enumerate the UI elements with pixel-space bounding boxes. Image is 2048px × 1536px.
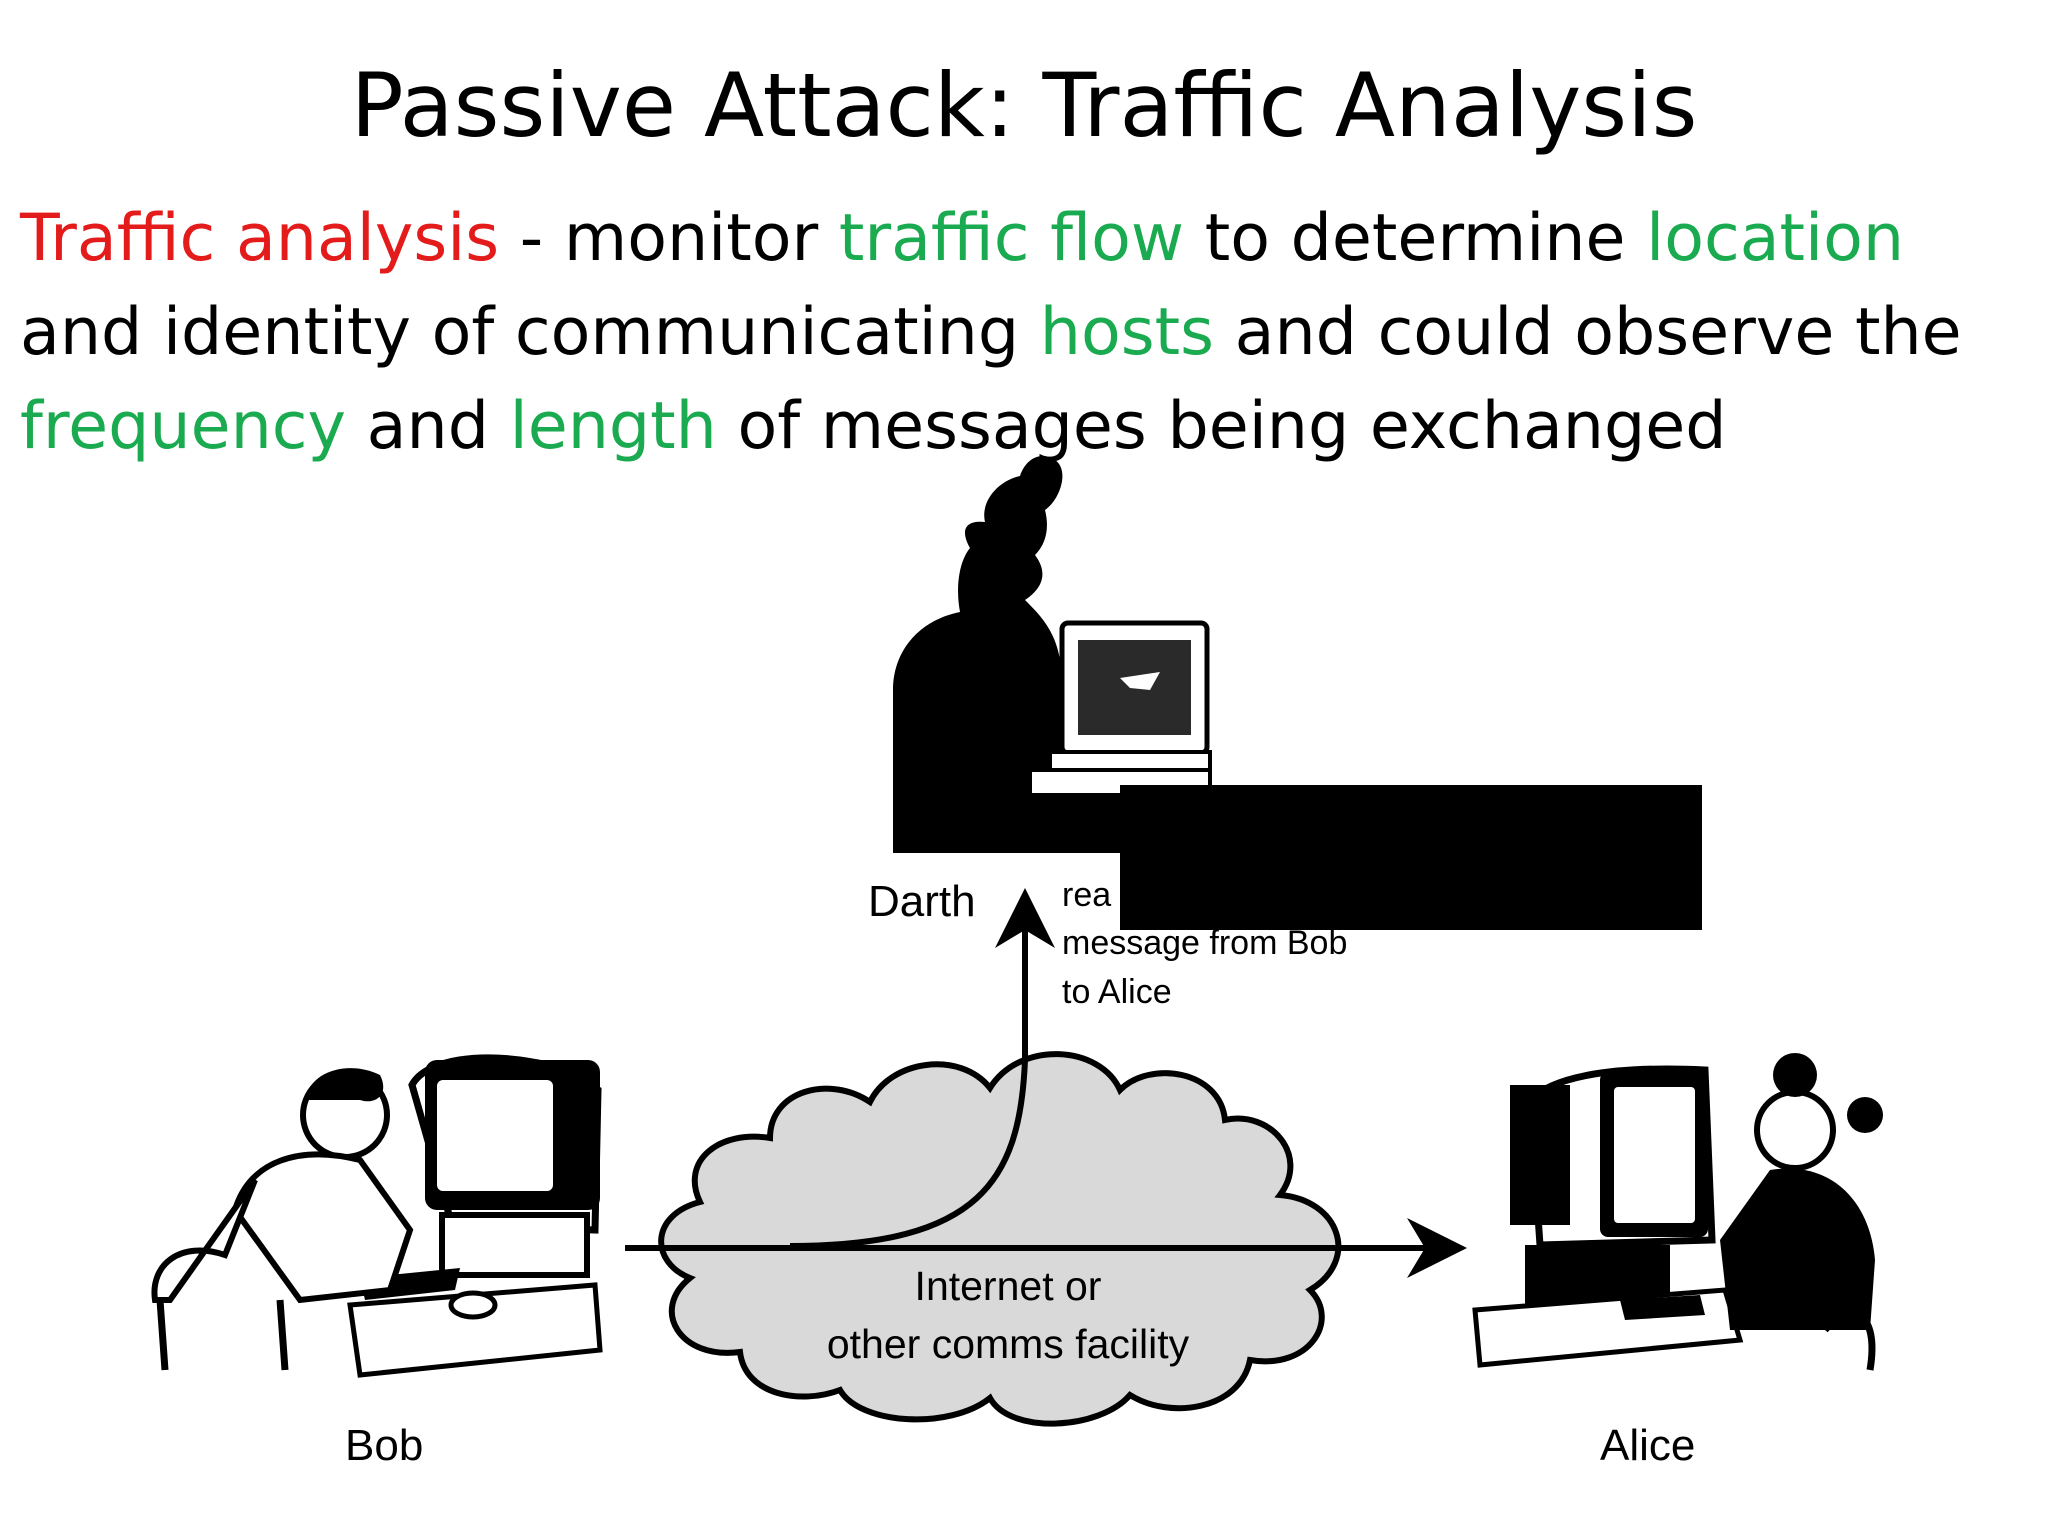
term-traffic-analysis: Traffic analysis bbox=[20, 201, 500, 276]
alice-illustration bbox=[1472, 1053, 1883, 1371]
bob-label: Bob bbox=[345, 1421, 423, 1470]
read-label-line1: rea bbox=[1062, 876, 1111, 914]
alice-label: Alice bbox=[1600, 1421, 1695, 1470]
slide-paragraph: Traffic analysis - monitor traffic flow … bbox=[20, 192, 2030, 474]
darth-label: Darth bbox=[868, 877, 976, 926]
term-location: location bbox=[1646, 201, 1905, 276]
intercept-arrow bbox=[789, 888, 1055, 1249]
term-frequency: frequency bbox=[20, 389, 347, 464]
term-length: length bbox=[509, 389, 717, 464]
paragraph-text: and bbox=[346, 389, 510, 464]
read-label-line2: message from Bob bbox=[1062, 924, 1347, 962]
slide-title: Passive Attack: Traffic Analysis bbox=[350, 54, 1698, 157]
internet-cloud bbox=[658, 1051, 1342, 1427]
paragraph-text: - monitor bbox=[499, 201, 839, 276]
cloud-label-line1: Internet or bbox=[915, 1263, 1102, 1309]
paragraph-text: to determine bbox=[1184, 201, 1647, 276]
term-traffic-flow: traffic flow bbox=[838, 201, 1185, 276]
paragraph-text: and identity of communicating bbox=[20, 295, 1040, 370]
paragraph-text: and could observe the bbox=[1213, 295, 1962, 370]
redaction-box bbox=[1120, 785, 1702, 930]
term-hosts: hosts bbox=[1039, 295, 1214, 370]
bob-illustration bbox=[151, 1054, 603, 1378]
darth-illustration bbox=[893, 455, 1212, 853]
cloud-label-line2: other comms facility bbox=[827, 1321, 1190, 1367]
paragraph-text: of messages being exchanged bbox=[716, 389, 1727, 464]
read-label-line3: to Alice bbox=[1062, 973, 1172, 1011]
